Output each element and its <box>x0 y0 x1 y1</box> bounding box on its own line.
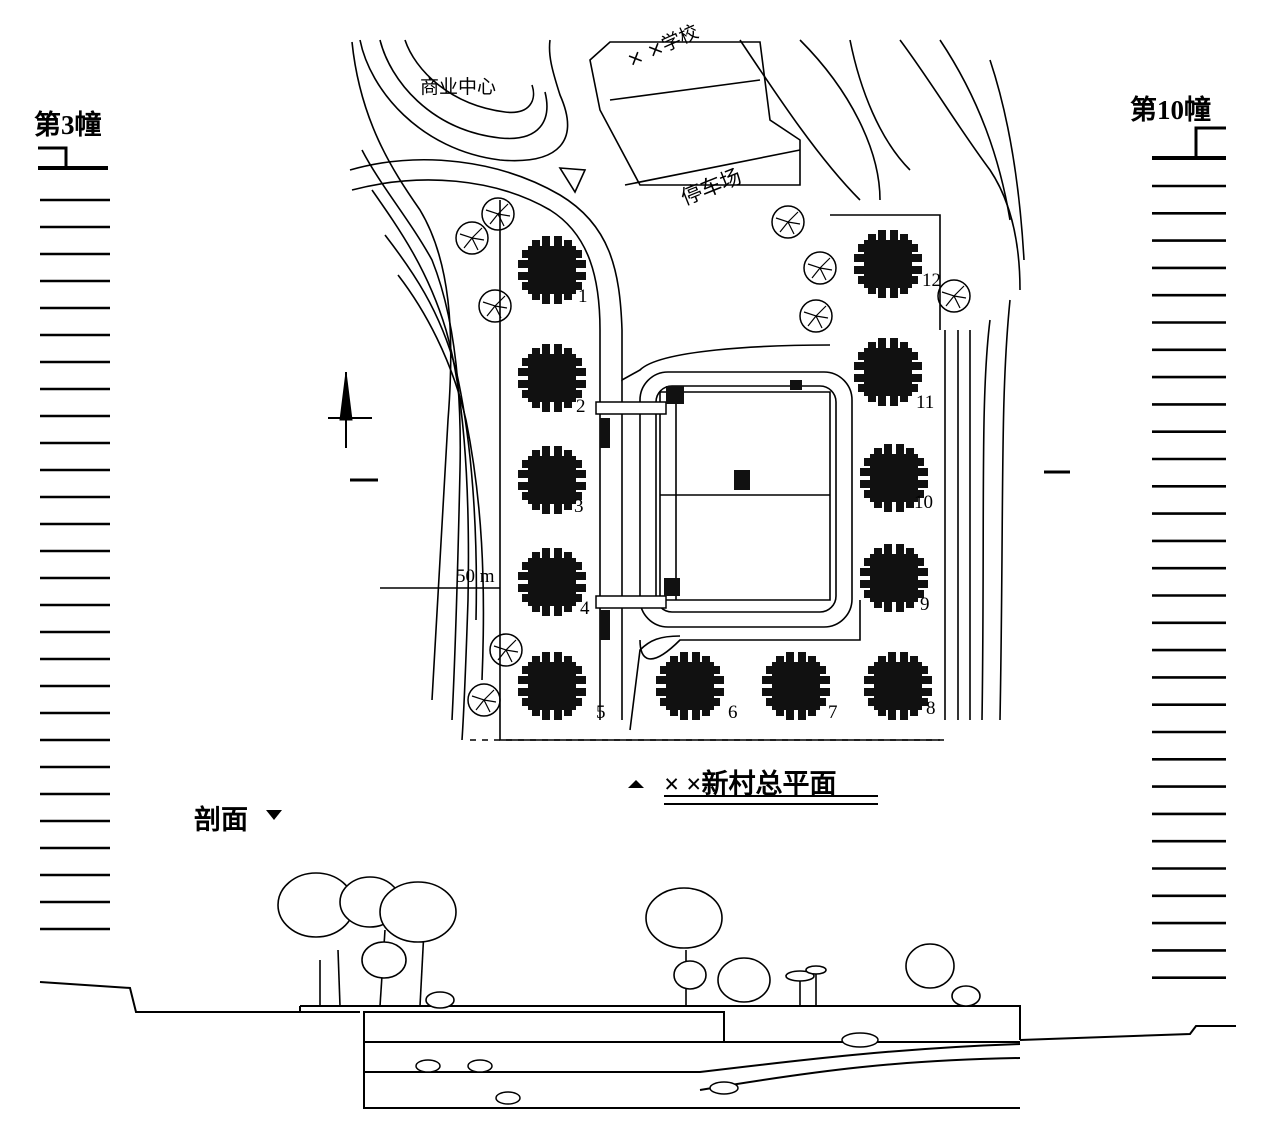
residential-tower <box>762 652 830 720</box>
scale-label: 50 m <box>456 566 495 587</box>
residential-tower <box>854 338 922 406</box>
building-number: 9 <box>920 594 930 615</box>
residential-tower <box>518 548 586 616</box>
section-label: 剖面 <box>194 805 248 835</box>
commercial-center-label: 商业中心 <box>420 76 497 98</box>
building-number: 11 <box>916 392 935 413</box>
building-10-elevation-label: 第10幢 <box>1130 95 1211 125</box>
residential-tower <box>656 652 724 720</box>
right-elevation <box>1152 126 1226 160</box>
building-number: 8 <box>926 698 936 719</box>
north-arrow <box>328 371 378 482</box>
building-number: 5 <box>596 702 606 723</box>
residential-tower <box>864 652 932 720</box>
residential-tower <box>518 652 586 720</box>
building-number: 12 <box>922 270 941 291</box>
residential-tower <box>860 544 928 612</box>
plan-title: × ×新村总平面 <box>664 769 837 799</box>
residential-tower <box>518 236 586 304</box>
building-number: 4 <box>580 598 590 619</box>
site-plan-lines <box>349 39 1070 741</box>
building-number: 2 <box>576 396 586 417</box>
building-3-elevation-label: 第3幢 <box>34 110 102 140</box>
building-number: 3 <box>574 496 584 517</box>
building-number: 7 <box>828 702 838 723</box>
section-drawing <box>299 1005 1021 1109</box>
residential-tower <box>854 230 922 298</box>
left-elevation <box>38 146 108 170</box>
building-number: 6 <box>728 702 738 723</box>
building-number: 10 <box>914 492 933 513</box>
building-number: 1 <box>578 286 588 307</box>
